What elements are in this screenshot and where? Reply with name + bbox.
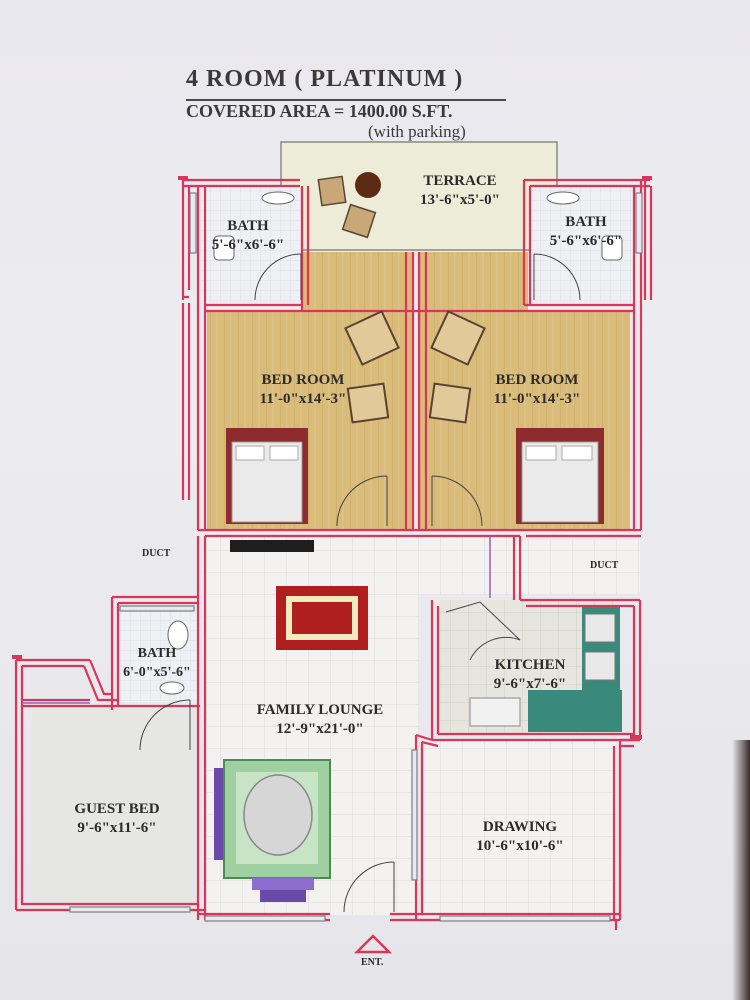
lounge-sofa-set (214, 759, 331, 902)
covered-area: COVERED AREA = 1400.00 S.FT. (186, 101, 453, 121)
drawing-floor (424, 740, 616, 916)
title-underline (186, 99, 506, 101)
bedroom-right-furniture (428, 310, 604, 524)
parking-note: (with parking) (368, 122, 466, 141)
tv-unit (230, 540, 314, 552)
lounge-rug (276, 586, 368, 650)
guest-bed-floor (32, 705, 200, 910)
duct-right-label: DUCT (590, 560, 619, 571)
plan-title: 4 ROOM ( PLATINUM ) (186, 66, 464, 92)
entrance-arrow (353, 934, 393, 954)
entrance-label: ENT. (361, 957, 384, 968)
walls (14, 178, 653, 930)
photo-edge-shadow (732, 740, 750, 1000)
duct-left-label: DUCT (142, 548, 171, 559)
bedroom-left-furniture (226, 310, 400, 524)
